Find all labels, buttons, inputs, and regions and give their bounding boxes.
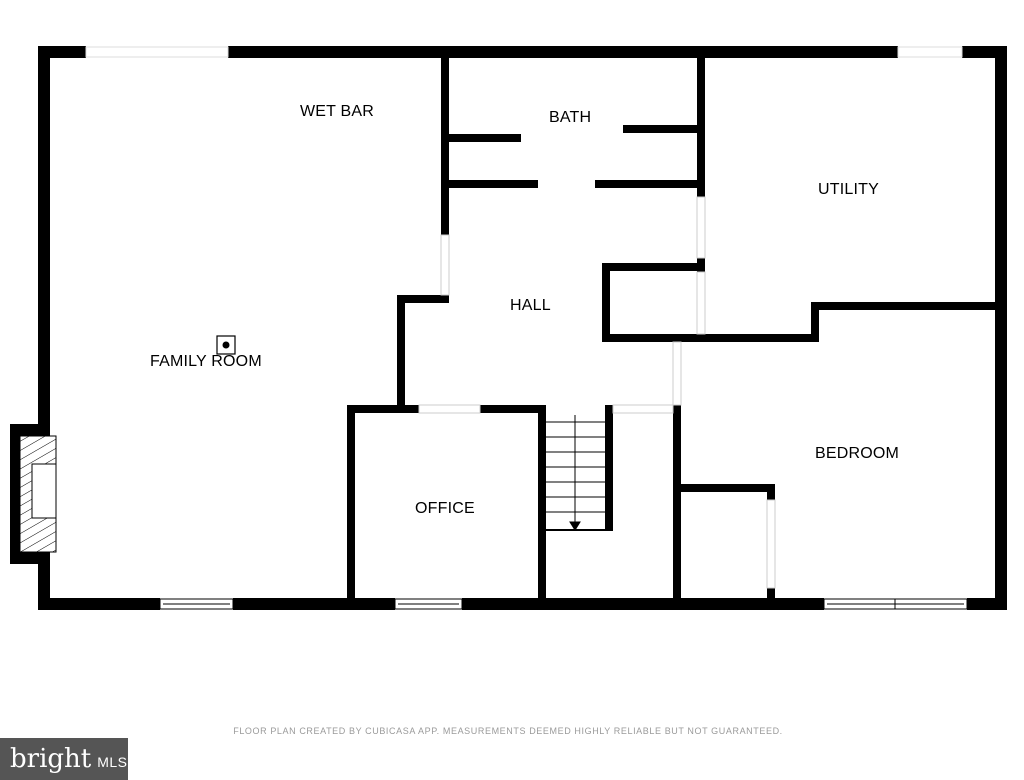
wall-bottom-1 <box>38 598 160 610</box>
room-label-office: OFFICE <box>415 500 475 517</box>
wall-utility-step <box>811 302 819 342</box>
wall-hall-left <box>397 295 405 411</box>
wall-utility-left-lower <box>697 258 705 272</box>
wall-bath-stub-left-upper <box>441 134 521 142</box>
wall-bottom-2 <box>233 598 395 610</box>
window-bottom-family <box>159 598 234 610</box>
wall-closet-top <box>602 263 705 271</box>
wall-bath-stub-left-lower <box>441 180 538 188</box>
wall-stair-right <box>605 405 613 531</box>
wall-office-right <box>538 405 546 605</box>
wall-bed-closet-right-bottom <box>767 588 775 602</box>
wall-family-hall-upper <box>441 52 449 235</box>
logo-suffix: MLS <box>97 754 128 770</box>
wall-bottom-3 <box>462 598 824 610</box>
logo-brand: bright <box>10 744 92 774</box>
wall-office-left <box>347 405 355 605</box>
wall-top-middle <box>228 46 898 58</box>
wall-right <box>995 46 1007 610</box>
window-bottom-office <box>394 598 463 610</box>
window-bottom-bedroom <box>823 598 968 610</box>
wall-bed-closet-top <box>673 484 775 492</box>
wall-office-top-left <box>347 405 419 413</box>
wall-office-top-right <box>480 405 546 413</box>
wall-bath-stub-right-lower <box>595 180 703 188</box>
room-label-bedroom: BEDROOM <box>815 445 900 462</box>
exterior-walls <box>38 46 1007 610</box>
wall-hall-ledge <box>397 295 449 303</box>
window-top-right <box>897 46 963 58</box>
wall-bottom-4 <box>967 598 1007 610</box>
room-label-bath: BATH <box>549 109 592 126</box>
interior-walls <box>347 52 1001 605</box>
bright-mls-logo: bright MLS <box>0 738 128 780</box>
room-label-family-room: FAMILY ROOM <box>150 353 262 370</box>
floor-register-icon <box>216 335 236 355</box>
wall-bath-stub-right-upper <box>623 125 703 133</box>
windows <box>85 46 968 610</box>
wall-bedroom-left <box>673 405 681 605</box>
stair-arrow-head <box>569 521 581 531</box>
wall-bed-closet-right-top <box>767 484 775 500</box>
wall-utility-left-upper <box>697 52 705 197</box>
wall-closet-left <box>602 263 610 342</box>
stairs <box>546 415 613 531</box>
openings <box>418 196 776 589</box>
room-label-utility: UTILITY <box>818 181 879 198</box>
wall-closet-bottom <box>602 334 817 342</box>
room-label-hall: HALL <box>510 297 551 314</box>
window-top-left <box>85 46 229 58</box>
room-label-wet-bar: WET BAR <box>300 103 375 120</box>
fireplace <box>10 424 57 564</box>
wall-utility-bedroom <box>811 302 1001 310</box>
disclaimer-text: FLOOR PLAN CREATED BY CUBICASA APP. MEAS… <box>233 726 783 736</box>
